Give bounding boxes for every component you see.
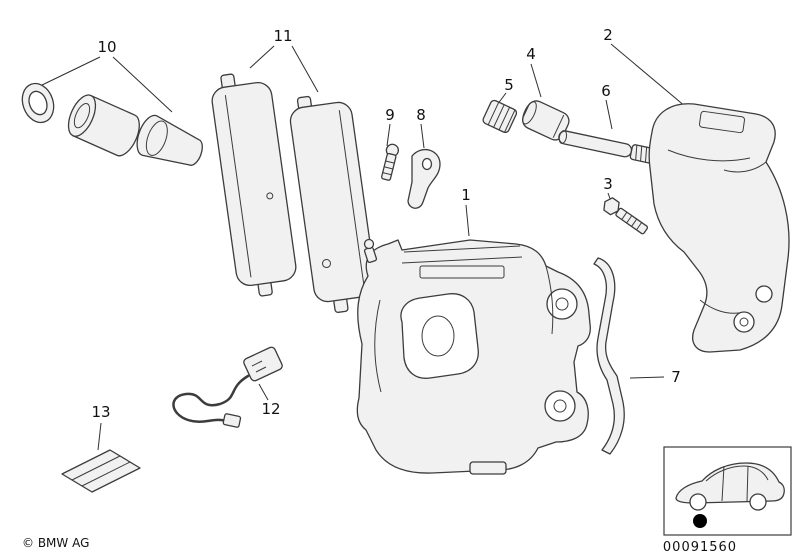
leader-line-12: [258, 383, 269, 401]
part-4-guide-sleeve: [522, 100, 570, 141]
sensor-cable: [172, 374, 250, 423]
callout-11[interactable]: 11: [273, 27, 292, 45]
copyright-text: © BMW AG: [22, 536, 89, 550]
brake-pad-inner: [289, 95, 377, 314]
leader-line-7: [629, 376, 665, 379]
callout-8[interactable]: 8: [416, 106, 426, 124]
callout-3[interactable]: 3: [603, 175, 613, 193]
leader-line-10a: [39, 56, 101, 87]
bleeder-valve: [363, 238, 378, 264]
callouts: 1 2 3 4 5 6 7 8 9 10 11 12 13: [91, 26, 680, 421]
leader-line-8: [420, 123, 425, 149]
brake-pad-outer: [211, 73, 297, 297]
callout-5[interactable]: 5: [504, 76, 514, 94]
part-5-guide-bushing: [482, 99, 518, 134]
part-3-hex-bolt: [603, 197, 649, 235]
part-6-guide-pin: [558, 130, 655, 164]
leader-line-2: [610, 43, 687, 108]
leader-line-6: [605, 99, 613, 130]
axle-position-dot: [693, 514, 707, 528]
part-12-wear-sensor: [172, 346, 283, 428]
leader-line-11a: [249, 45, 275, 69]
leader-line-1: [465, 204, 470, 237]
callout-7[interactable]: 7: [671, 368, 681, 386]
brake-piston: [67, 94, 140, 157]
callout-1[interactable]: 1: [461, 186, 471, 204]
part-7-anti-rattle-spring: [593, 257, 625, 455]
callout-4[interactable]: 4: [526, 45, 536, 63]
leader-line-13: [97, 422, 102, 451]
car-silhouette: [675, 462, 785, 511]
part-1-brake-caliper: [356, 238, 591, 475]
callout-10[interactable]: 10: [97, 38, 116, 56]
drawing-number-text: 00091560: [663, 540, 737, 555]
leader-lines: [39, 43, 687, 451]
leader-line-10b: [112, 56, 173, 113]
dust-boot: [136, 114, 203, 166]
part-13-grease-packet: [61, 449, 141, 493]
callout-2[interactable]: 2: [603, 26, 613, 44]
callout-6[interactable]: 6: [601, 82, 611, 100]
leader-line-4: [530, 63, 542, 98]
part-2-caliper-carrier: [648, 103, 790, 353]
vehicle-thumbnail: [663, 446, 792, 536]
callout-9[interactable]: 9: [385, 106, 395, 124]
callout-13[interactable]: 13: [91, 403, 110, 421]
seal-ring: [21, 82, 55, 124]
part-8-retaining-clip: [407, 148, 441, 209]
part-11-brake-pads: [211, 73, 377, 314]
leader-line-11b: [291, 45, 319, 93]
part-10-piston-repair-kit: [21, 82, 203, 166]
part-9-sensor-screw: [381, 143, 400, 181]
callout-12[interactable]: 12: [261, 400, 280, 418]
leader-line-9: [386, 123, 391, 147]
